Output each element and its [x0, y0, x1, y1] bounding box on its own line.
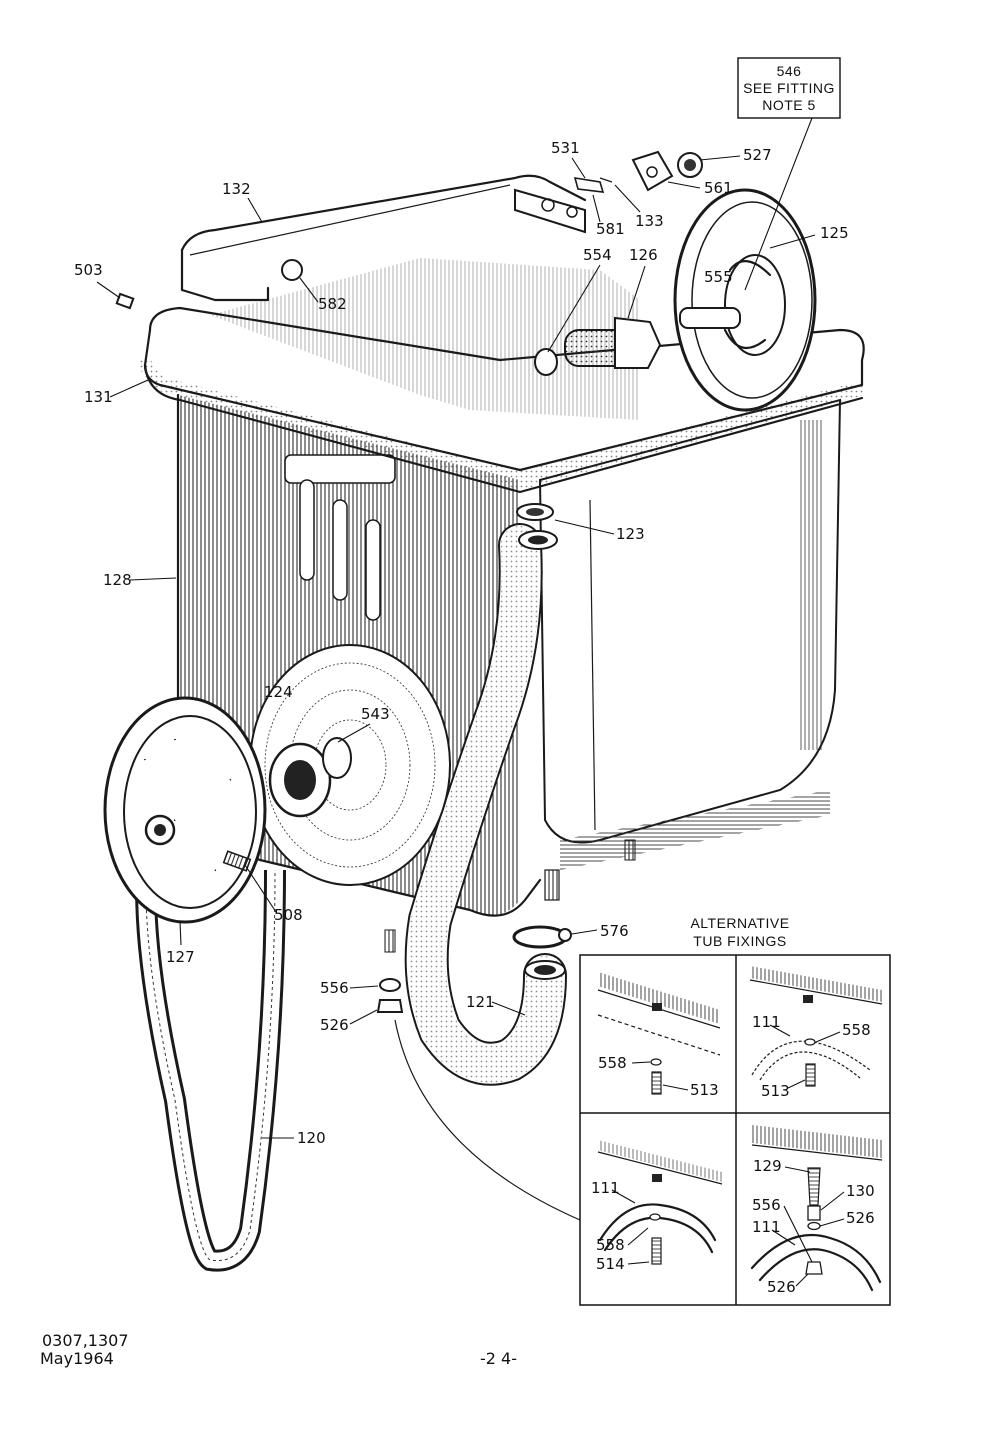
- bearing-126: [534, 316, 662, 376]
- callouts: 527 531 561 581 133 132 125 554 126 555 …: [74, 139, 849, 1147]
- drain-hose: [404, 523, 567, 1086]
- inset-title-1: ALTERNATIVE: [690, 915, 789, 931]
- label-128: 128: [103, 571, 132, 589]
- label-508: 508: [274, 906, 303, 924]
- inset1-label-513: 513: [690, 1081, 719, 1099]
- label-581: 581: [596, 220, 625, 238]
- washer-nut: [376, 978, 581, 1221]
- note-line-3: NOTE 5: [762, 97, 816, 113]
- reference-code: 0307,1307: [42, 1331, 129, 1350]
- inset4-label-129: 129: [753, 1157, 782, 1175]
- screw-503: [115, 259, 303, 310]
- publication-date: May1964: [40, 1349, 114, 1368]
- label-582: 582: [318, 295, 347, 313]
- label-126: 126: [629, 246, 658, 264]
- inset4-label-130: 130: [846, 1182, 875, 1200]
- label-576: 576: [600, 922, 629, 940]
- label-120: 120: [297, 1129, 326, 1147]
- inset4-label-556: 556: [752, 1196, 781, 1214]
- label-555: 555: [704, 268, 733, 286]
- inset-panel: ALTERNATIVE TUB FIXINGS 558 513: [579, 915, 891, 1306]
- label-124: 124: [264, 683, 293, 701]
- inset-panel-2: 111 558 513: [749, 966, 883, 1100]
- pulley-125: [673, 188, 817, 412]
- label-133: 133: [635, 212, 664, 230]
- label-556: 556: [320, 979, 349, 997]
- hose-clip: [512, 925, 572, 949]
- inset-panel-1: 558 513: [597, 972, 721, 1099]
- label-527: 527: [743, 146, 772, 164]
- inset-panel-4: 129 130 556 526 111 526: [750, 1125, 883, 1296]
- label-131: 131: [84, 388, 113, 406]
- inset1-label-558: 558: [598, 1054, 627, 1072]
- inset-panel-3: 111 558 514: [591, 1140, 723, 1273]
- label-132: 132: [222, 180, 251, 198]
- label-531: 531: [551, 139, 580, 157]
- drain-outlet: [516, 503, 554, 521]
- note-line-2: SEE FITTING: [743, 80, 835, 96]
- note-box: 546 SEE FITTING NOTE 5: [737, 57, 841, 291]
- note-number: 546: [777, 63, 802, 79]
- label-125: 125: [820, 224, 849, 242]
- label-127: 127: [166, 948, 195, 966]
- label-554: 554: [583, 246, 612, 264]
- footer: 0307,1307 May1964 -2 4-: [40, 1331, 517, 1368]
- label-526: 526: [320, 1016, 349, 1034]
- drive-wheel: [103, 696, 267, 924]
- bracket-assembly: [514, 150, 703, 234]
- label-503: 503: [74, 261, 103, 279]
- inset3-label-514: 514: [596, 1255, 625, 1273]
- inset2-label-513: 513: [761, 1082, 790, 1100]
- inset4-label-526b: 526: [767, 1278, 796, 1296]
- inset-title-2: TUB FIXINGS: [693, 933, 786, 949]
- drive-belt: [135, 811, 286, 1272]
- inset4-label-526a: 526: [846, 1209, 875, 1227]
- inset2-label-558: 558: [842, 1021, 871, 1039]
- label-121: 121: [466, 993, 495, 1011]
- pulley-124: [249, 644, 451, 886]
- page-number: -2 4-: [480, 1349, 517, 1368]
- label-123: 123: [616, 525, 645, 543]
- inset3-label-558: 558: [596, 1236, 625, 1254]
- label-543: 543: [361, 705, 390, 723]
- inset3-label-111: 111: [591, 1179, 620, 1197]
- label-561: 561: [704, 179, 733, 197]
